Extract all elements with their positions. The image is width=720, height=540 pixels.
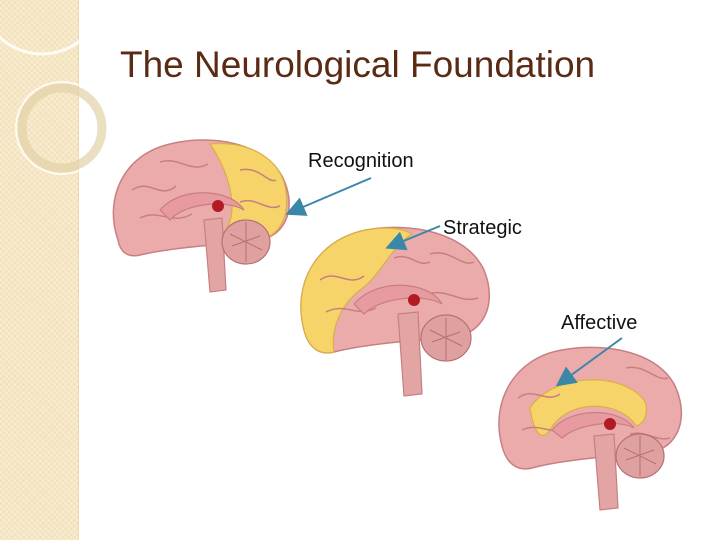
brain-illustration-recognition — [112, 139, 290, 293]
label-recognition: Recognition — [308, 150, 414, 172]
slide-title: The Neurological Foundation — [120, 44, 596, 85]
arrow-recognition — [285, 177, 372, 216]
label-strategic: Strategic — [443, 217, 522, 239]
brain-illustration-affective — [498, 346, 683, 511]
brain-illustration-strategic — [300, 226, 491, 397]
label-affective: Affective — [561, 312, 638, 334]
decorative-circles — [0, 0, 109, 175]
